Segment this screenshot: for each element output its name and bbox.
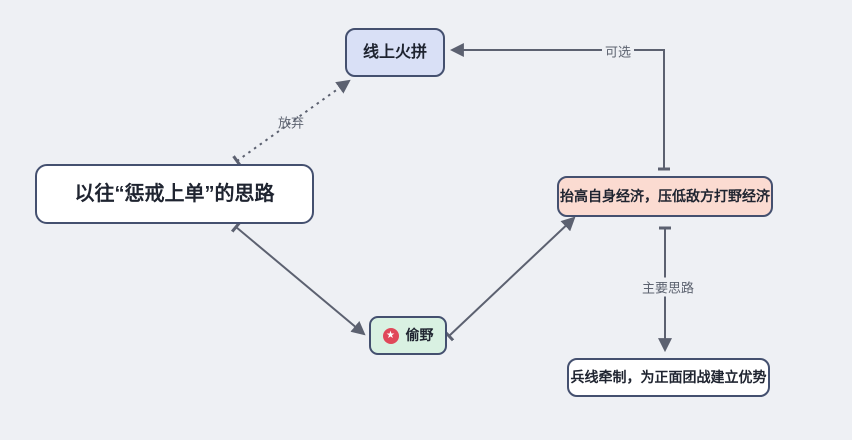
edge-optional-line [449, 43, 670, 171]
edge-label-main-idea: 主要思路 [638, 277, 698, 297]
node-steal-jungle[interactable]: ★ 偷野 [369, 316, 447, 355]
node-old-approach-label: 以往“惩戒上单”的思路 [74, 183, 275, 205]
node-economy-label: 抬高自身经济，压低敌方打野经济 [560, 188, 770, 205]
node-wave-control-label: 兵线牵制，为正面团战建立优势 [570, 369, 767, 386]
node-old-approach[interactable]: 以往“惩戒上单”的思路 [35, 164, 314, 224]
node-steal-jungle-label: 偷野 [405, 327, 434, 344]
edge-label-abandon: 放弃 [277, 115, 305, 131]
node-online-fight-label: 线上火拼 [362, 43, 427, 61]
edge-to-steal-line [231, 221, 366, 336]
node-wave-control[interactable]: 兵线牵制，为正面团战建立优势 [567, 358, 770, 397]
node-online-fight[interactable]: 线上火拼 [345, 28, 445, 77]
edge-steal-to-economy-line [443, 216, 576, 342]
edge-label-optional: 可选 [601, 41, 635, 61]
node-economy[interactable]: 抬高自身经济，压低敌方打野经济 [557, 176, 773, 217]
star-icon: ★ [382, 327, 399, 344]
